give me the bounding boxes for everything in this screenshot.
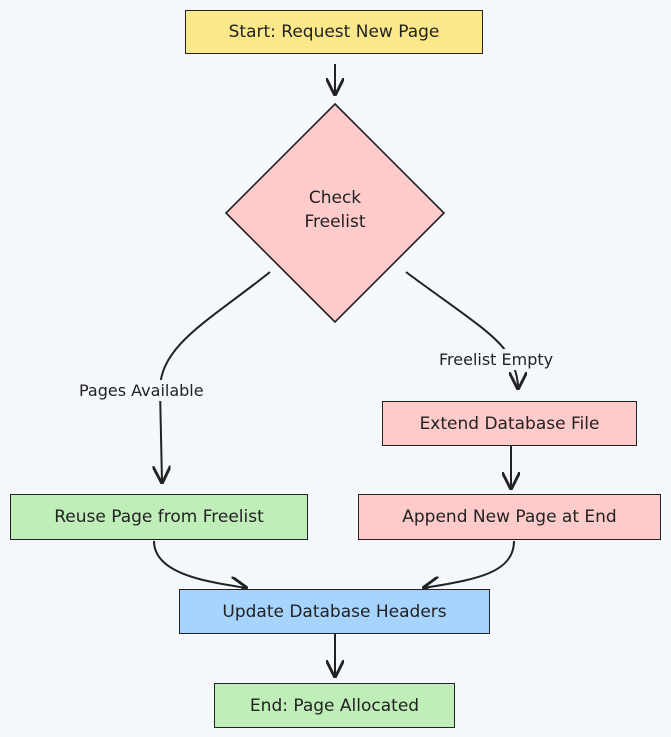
extend-db-file-node: Extend Database File [382,401,637,446]
edge-label-pages-available: Pages Available [76,380,207,401]
edge-check-to-extend [405,271,518,388]
start-node-label: Start: Request New Page [228,22,440,42]
end-node-label: End: Page Allocated [249,695,420,716]
update-headers-label: Update Database Headers [222,601,447,622]
extend-db-file-label: Extend Database File [419,413,600,434]
append-page-node: Append New Page at End [358,494,661,540]
reuse-page-node: Reuse Page from Freelist [10,494,308,540]
start-node: Start: Request New Page [185,10,483,54]
append-page-label: Append New Page at End [402,507,617,527]
edge-reuse-to-update [153,540,246,588]
reuse-page-label: Reuse Page from Freelist [54,507,264,527]
edge-label-freelist-empty: Freelist Empty [436,349,557,370]
edge-append-to-update [424,540,515,588]
edge-check-to-reuse [160,271,271,482]
end-node: End: Page Allocated [214,683,455,728]
update-headers-node: Update Database Headers [179,589,490,634]
decision-diamond [224,102,446,324]
check-freelist-label: Check Freelist [304,188,366,232]
